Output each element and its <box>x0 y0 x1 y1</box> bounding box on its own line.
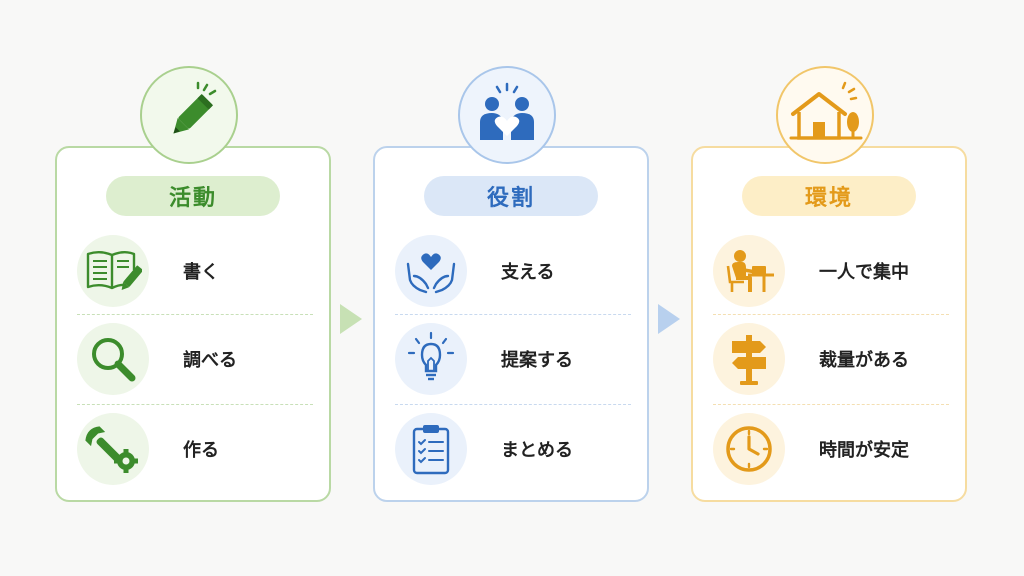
role-badge <box>458 66 556 164</box>
list-item: 書く <box>77 234 317 308</box>
lightbulb-icon <box>395 323 467 395</box>
item-label: 一人で集中 <box>819 262 909 283</box>
role-title: 役割 <box>424 176 598 216</box>
pencil-icon <box>173 81 217 134</box>
magnifier-icon <box>77 323 149 395</box>
list-item: 作る <box>77 412 317 486</box>
item-label: 調べる <box>183 350 237 371</box>
list-item: 裁量がある <box>713 322 953 396</box>
list-item: 支える <box>395 234 635 308</box>
clock-icon <box>713 413 785 485</box>
house-tree-icon <box>789 81 863 140</box>
item-label: 支える <box>501 262 555 283</box>
divider <box>77 404 313 405</box>
list-item: 一人で集中 <box>713 234 953 308</box>
activity-title: 活動 <box>106 176 280 216</box>
two-people-heart-icon <box>480 82 534 140</box>
list-item: 提案する <box>395 322 635 396</box>
divider <box>713 404 949 405</box>
item-label: 書く <box>183 262 219 283</box>
chevron-right-icon <box>658 304 680 334</box>
item-label: まとめる <box>501 440 573 461</box>
divider <box>713 314 949 315</box>
wrench-gear-icon <box>77 413 149 485</box>
clipboard-checklist-icon <box>395 413 467 485</box>
divider <box>395 404 631 405</box>
list-item: 調べる <box>77 322 317 396</box>
hands-heart-icon <box>395 235 467 307</box>
notebook-pen-icon <box>77 235 149 307</box>
list-item: 時間が安定 <box>713 412 953 486</box>
item-label: 時間が安定 <box>819 440 909 461</box>
person-at-desk-icon <box>713 235 785 307</box>
item-label: 裁量がある <box>819 350 909 371</box>
environment-badge <box>776 66 874 164</box>
environment-title: 環境 <box>742 176 916 216</box>
divider <box>395 314 631 315</box>
list-item: まとめる <box>395 412 635 486</box>
divider <box>77 314 313 315</box>
item-label: 作る <box>183 440 219 461</box>
signpost-icon <box>713 323 785 395</box>
activity-badge <box>140 66 238 164</box>
chevron-right-icon <box>340 304 362 334</box>
item-label: 提案する <box>501 350 573 371</box>
